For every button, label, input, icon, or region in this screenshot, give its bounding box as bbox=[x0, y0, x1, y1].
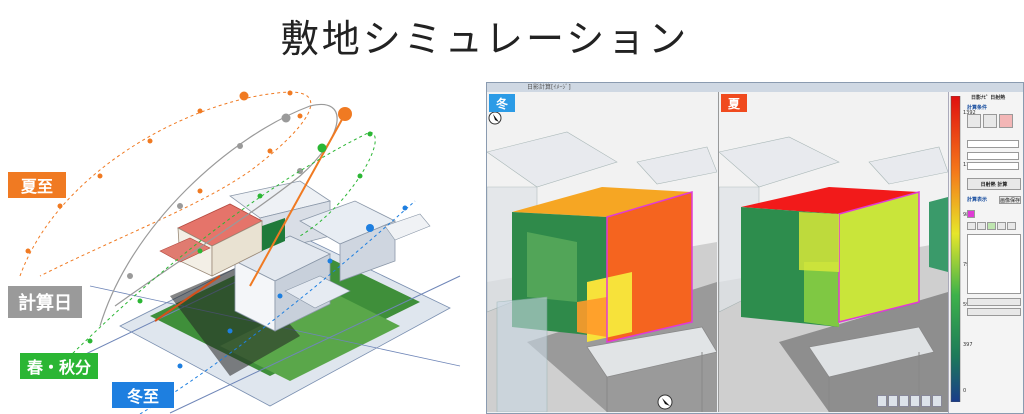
calc-day-label: 計算日 bbox=[8, 286, 82, 318]
simulation-window: 日影計算[ｲﾒｰｼﾞ] 冬 bbox=[486, 82, 1024, 414]
target-house bbox=[159, 203, 285, 277]
nav-next-button[interactable] bbox=[997, 222, 1006, 230]
calc-conditions-heading: 計算条件 bbox=[967, 105, 988, 111]
calc-mode-button-3[interactable] bbox=[999, 114, 1013, 128]
calc-side-panel: 1392 1158 987 797 597 397 0 日影ﾅﾋﾞ 日射熱 計算… bbox=[948, 92, 1023, 413]
nav-first-button[interactable] bbox=[967, 222, 976, 230]
rotate-icon[interactable] bbox=[921, 395, 931, 407]
scale-value-0: 1392 bbox=[963, 110, 976, 116]
sun-path-illustration bbox=[19, 90, 461, 414]
calc-day-sun-path bbox=[99, 103, 338, 327]
winter-tag: 冬 bbox=[489, 94, 515, 112]
reset-view-icon[interactable] bbox=[932, 395, 942, 407]
nav-play-button[interactable] bbox=[987, 222, 996, 230]
result-list[interactable] bbox=[967, 234, 1021, 294]
summer-view-pane[interactable]: 夏 bbox=[718, 92, 948, 412]
summer-3d-view bbox=[719, 136, 948, 412]
equinox-label: 春・秋分 bbox=[20, 353, 98, 379]
scale-value-5: 397 bbox=[963, 342, 973, 348]
sun-icon bbox=[338, 107, 352, 121]
pan-icon[interactable] bbox=[910, 395, 920, 407]
summer-solstice-label: 夏至 bbox=[8, 172, 66, 198]
zoom-fit-icon[interactable] bbox=[899, 395, 909, 407]
building-shadow bbox=[170, 266, 300, 376]
condition-field-1[interactable] bbox=[967, 140, 1019, 148]
winter-solstice-label: 冬至 bbox=[112, 382, 174, 408]
sun-ray-orange bbox=[249, 113, 346, 287]
summer-tag: 夏 bbox=[721, 94, 747, 112]
panel-header: 日影ﾅﾋﾞ 日射熱 bbox=[971, 95, 1006, 101]
equinox-sun-path bbox=[59, 131, 376, 367]
winter-3d-view bbox=[487, 111, 717, 412]
scale-value-6: 0 bbox=[963, 388, 967, 394]
window-titlebar: 日影計算[ｲﾒｰｼﾞ] bbox=[487, 83, 1023, 92]
page-title: 敷地シミュレーション bbox=[280, 17, 690, 61]
calc-mode-button-1[interactable] bbox=[967, 114, 981, 128]
zoom-out-icon[interactable] bbox=[888, 395, 898, 407]
view-toolbar bbox=[877, 395, 942, 413]
color-scale bbox=[950, 96, 961, 402]
winter-view-pane[interactable]: 冬 bbox=[487, 92, 717, 412]
display-option-1[interactable] bbox=[967, 210, 975, 218]
save-image-button[interactable]: 画像保存 bbox=[999, 196, 1021, 204]
nav-prev-button[interactable] bbox=[977, 222, 986, 230]
zoom-in-icon[interactable] bbox=[877, 395, 887, 407]
option-row-2[interactable] bbox=[967, 308, 1021, 316]
calc-button[interactable]: 日射熱 計算 bbox=[967, 178, 1021, 190]
calc-mode-button-2[interactable] bbox=[983, 114, 997, 128]
nav-last-button[interactable] bbox=[1007, 222, 1016, 230]
calc-display-heading: 計算表示 bbox=[967, 197, 988, 203]
option-row-1[interactable] bbox=[967, 298, 1021, 306]
condition-field-2[interactable] bbox=[967, 152, 1019, 160]
condition-field-3[interactable] bbox=[967, 162, 1019, 170]
sun-ray-dark bbox=[154, 275, 221, 322]
